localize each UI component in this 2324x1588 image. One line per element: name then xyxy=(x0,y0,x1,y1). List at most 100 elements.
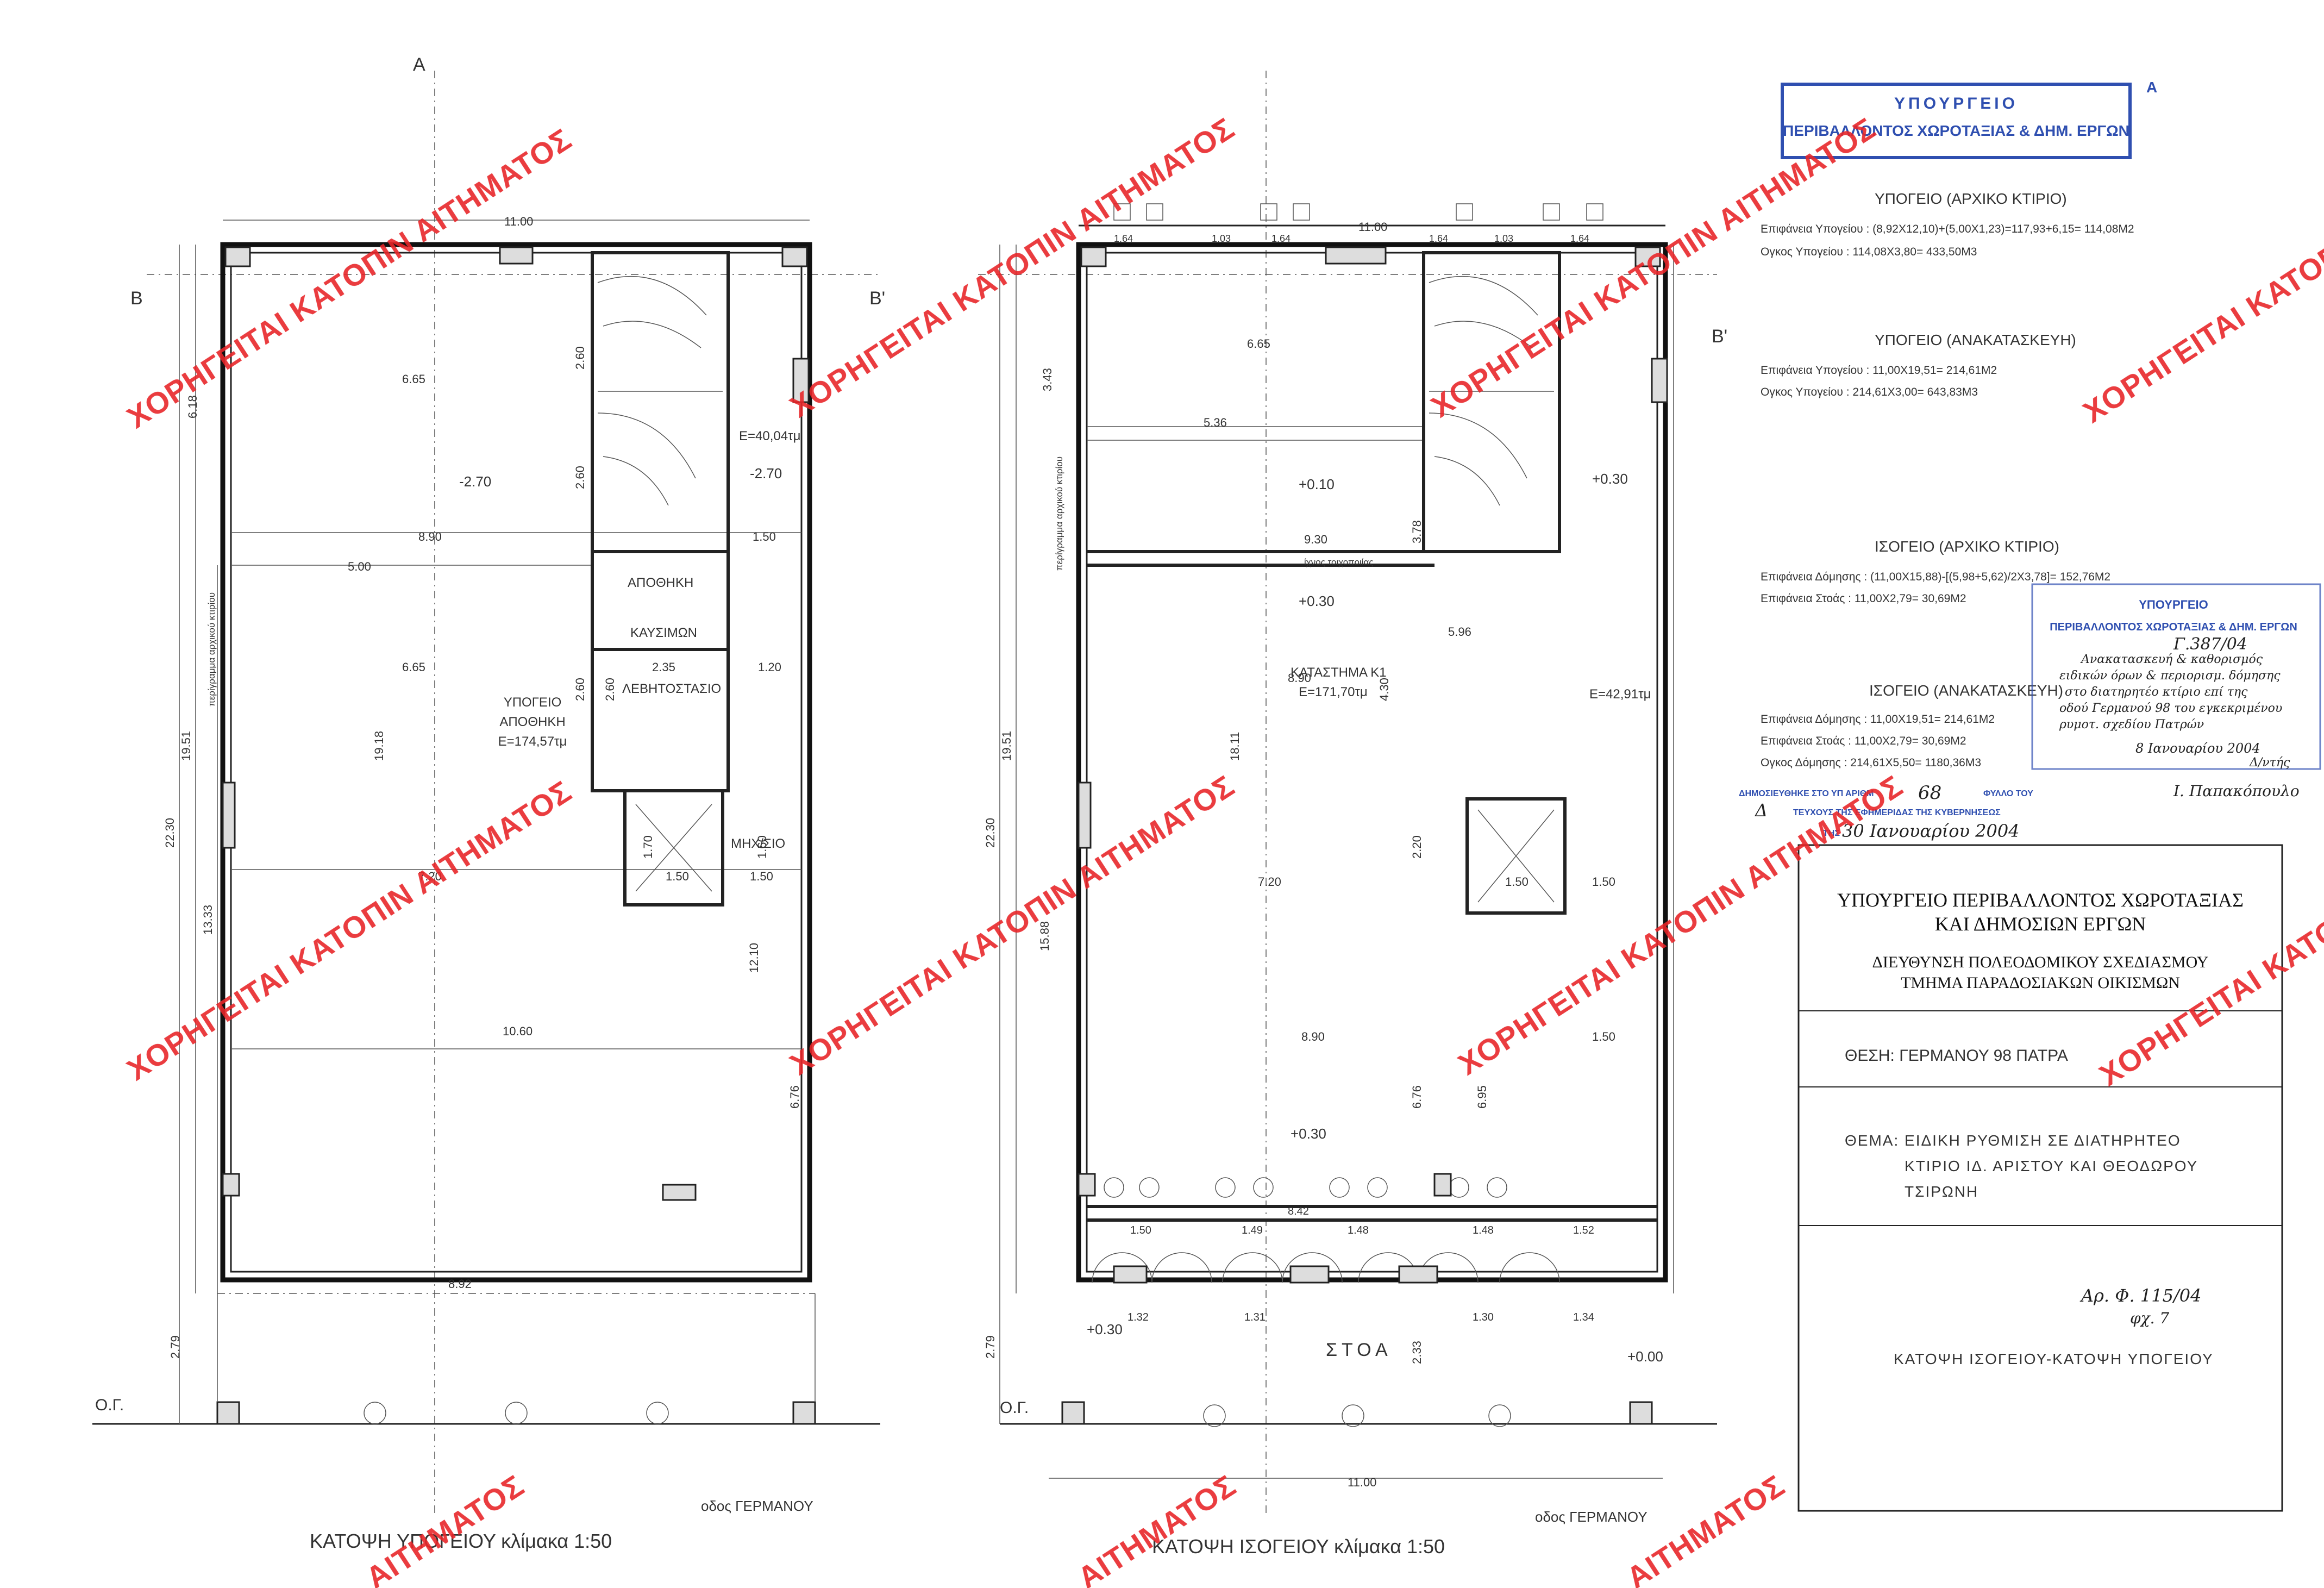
title-location: ΘΕΣΗ: ΓΕΡΜΑΝΟΥ 98 ΠΑΤΡΑ xyxy=(1845,1047,2068,1065)
title-ref-1: Αρ. Φ. 115/04 xyxy=(2079,1285,2201,1306)
approval-hand: Ανακατασκευή & καθορισμός xyxy=(2080,653,2263,666)
dim: 1.52 xyxy=(1573,1224,1594,1236)
stair-area-label: Ε=42,91τμ xyxy=(1589,687,1651,702)
dim: 6.76 xyxy=(788,1085,801,1109)
title-dept-1: ΔΙΕΥΘΥΝΣΗ ΠΟΛΕΟΔΟΜΙΚΟΥ ΣΧΕΔΙΑΣΜΟΥ xyxy=(1872,953,2209,971)
street-label: οδος ΓΕΡΜΑΝΟΥ xyxy=(1535,1509,1648,1525)
dim: 1.30 xyxy=(1473,1311,1494,1323)
room-main-label-1: ΥΠΟΓΕΙΟ xyxy=(504,695,562,710)
dim: 5.00 xyxy=(348,560,371,573)
level-mark: +0.30 xyxy=(1592,471,1628,487)
watermark: ΧΟΡΗΓΕΙΤΑΙ ΚΑΤΟΠΙΝ ΑΙΤΗΜΑΤΟΣ xyxy=(784,768,1240,1081)
gazette-line1: ΔΗΜΟΣΙΕΥΘΗΚΕ ΣΤΟ ΥΠ ΑΡΙΘΜ xyxy=(1739,789,1874,798)
dim: 1.64 xyxy=(1271,233,1291,244)
dim: 1.50 xyxy=(1592,875,1615,889)
top-stamp-line2: ΠΕΡΙΒΑΛΛΟΝΤΟΣ ΧΩΡΟΤΑΞΙΑΣ & ΔΗΜ. ΕΡΓΩΝ xyxy=(1783,122,2129,139)
ground-outer-wall xyxy=(1076,242,1668,1283)
dim: 6.76 xyxy=(1410,1085,1424,1109)
dim: 1.50 xyxy=(1505,875,1529,889)
room-storage-label-2: ΚΑΥΣΙΜΩΝ xyxy=(630,626,697,640)
area-line: Επιφάνεια Υπογείου : 11,00Χ19,51= 214,61… xyxy=(1761,364,1997,377)
area-line: Ογκος Υπογείου : 214,61Χ3,00= 643,83Μ3 xyxy=(1761,386,1978,398)
shop-area: Ε=171,70τμ xyxy=(1299,685,1368,699)
watermark: ΧΟΡΗΓΕΙΤΑΙ ΚΑΤΟΠΙΝ ΑΙΤΗΜΑΤΟΣ xyxy=(2093,779,2324,1092)
dim: 9.30 xyxy=(1304,533,1327,546)
dim: 1.20 xyxy=(758,660,781,674)
dim: 1.03 xyxy=(1494,233,1513,244)
gazette-series: Δ xyxy=(1754,800,1768,821)
title-ministry-1: ΥΠΟΥΡΓΕΙΟ ΠΕΡΙΒΑΛΛΟΝΤΟΣ ΧΩΡΟΤΑΞΙΑΣ xyxy=(1837,889,2244,911)
dim: 6.65 xyxy=(402,372,425,386)
approval-hand: ειδικών όρων & περιορισμ. δόμησης xyxy=(2059,669,2281,683)
level-mark: +0.10 xyxy=(1299,476,1335,492)
dim: 6.65 xyxy=(1247,337,1270,351)
dim: 2.35 xyxy=(652,660,675,674)
watermark: ΧΟΡΗΓΕΙΤΑΙ ΚΑΤΟΠΙΝ ΑΙΤΗΜΑΤΟΣ xyxy=(2077,116,2324,429)
dim: 1.50 xyxy=(750,870,773,883)
dim: 7.20 xyxy=(1258,875,1281,889)
stoa-label: ΣΤΟΑ xyxy=(1326,1340,1392,1360)
dim: 8.90 xyxy=(1288,671,1311,685)
old-wall-note: ίχνος τοιχοποιίας xyxy=(1304,557,1373,567)
dim: 19.51 xyxy=(179,731,193,761)
dim: 1.50 xyxy=(666,870,689,883)
approval-number: Γ.387/04 xyxy=(2173,635,2247,654)
dim: 5.36 xyxy=(1204,416,1227,429)
dim: 19.51 xyxy=(1000,731,1013,761)
dim: 7.20 xyxy=(418,870,442,883)
dim: 2.33 xyxy=(1410,1341,1424,1364)
basement-plan: A B B' xyxy=(92,54,885,1552)
ground-plan-title: ΚΑΤΟΨΗ ΙΣΟΓΕΙΟΥ κλίμακα 1:50 xyxy=(1152,1535,1445,1558)
dim: 1.64 xyxy=(1429,233,1448,244)
dim: 1.70 xyxy=(641,835,655,859)
area-section-title: ΙΣΟΓΕΙΟ (ΑΡΧΙΚΟ ΚΤΙΡΙΟ) xyxy=(1875,538,2059,555)
room-boiler-label: ΛΕΒΗΤΟΣΤΑΣΙΟ xyxy=(622,682,721,696)
approval-line1: ΥΠΟΥΡΓΕΙΟ xyxy=(2139,598,2208,611)
dim-top: 11.00 xyxy=(504,215,533,228)
title-subject-2: ΚΤΙΡΙΟ ΙΔ. ΑΡΙΣΤΟΥ ΚΑΙ ΘΕΟΔΩΡΟΥ xyxy=(1905,1158,2198,1174)
room-main-area: Ε=174,57τμ xyxy=(498,734,567,749)
dim: 1.34 xyxy=(1573,1311,1594,1323)
corner-mark: A xyxy=(2146,79,2157,96)
dim: 8.42 xyxy=(1288,1205,1309,1217)
dim: 2.20 xyxy=(1410,835,1424,859)
dim: 1.50 xyxy=(1130,1224,1151,1236)
stair-area-label: Ε=40,04τμ xyxy=(739,429,800,443)
watermark-short: ΑΙΤΗΜΑΤΟΣ xyxy=(360,1468,530,1588)
gazette-stamp: ΔΗΜΟΣΙΕΥΘΗΚΕ ΣΤΟ ΥΠ ΑΡΙΘΜ 68 ΦΥΛΛΟ ΤΟΥ Δ… xyxy=(1739,782,2033,841)
title-ref-2: φχ. 7 xyxy=(2130,1309,2169,1327)
room-mech-label: ΜΗΧ/ΣΙΟ xyxy=(731,836,785,851)
street-label: οδος ΓΕΡΜΑΝΟΥ xyxy=(701,1498,813,1514)
top-stamp-line1: ΥΠΟΥΡΓΕΙΟ xyxy=(1894,95,2018,112)
dim: 1.50 xyxy=(753,530,776,543)
title-ministry-2: ΚΑΙ ΔΗΜΟΣΙΩΝ ΕΡΓΩΝ xyxy=(1935,913,2146,935)
dim: 1.03 xyxy=(1212,233,1231,244)
approval-name: Ι. Παπακόπουλο xyxy=(2173,782,2300,800)
dim: 2.60 xyxy=(573,466,587,489)
dim: 10.60 xyxy=(503,1024,533,1038)
approval-hand: στο διατηρητέο κτίριο επί της xyxy=(2065,685,2248,699)
basement-outer-wall xyxy=(220,242,812,1283)
area-line: Επιφάνεια Υπογείου : (8,92Χ12,10)+(5,00Χ… xyxy=(1761,223,2134,235)
area-tables: ΥΠΟΓΕΙΟ (ΑΡΧΙΚΟ ΚΤΙΡΙΟ) Επιφάνεια Υπογεί… xyxy=(1761,190,2134,769)
ground-elevator xyxy=(1465,797,1567,915)
dim: 1.60 xyxy=(755,835,769,859)
old-building-note: περίγραμμα αρχικού κτιρίου xyxy=(206,592,217,707)
area-line: Επιφάνεια Δόμησης : 11,00Χ19,51= 214,61Μ… xyxy=(1761,713,1995,726)
dim: 3.78 xyxy=(1410,520,1424,543)
approval-hand: ρυμοτ. σχεδίου Πατρών xyxy=(2059,718,2204,732)
dim: 5.96 xyxy=(1448,625,1471,639)
watermark: ΧΟΡΗΓΕΙΤΑΙ ΚΑΤΟΠΙΝ ΑΙΤΗΜΑΤΟΣ xyxy=(784,111,1240,424)
dim: 13.33 xyxy=(201,905,215,935)
dim: 6.65 xyxy=(402,660,425,674)
area-section-title: ΙΣΟΓΕΙΟ (ΑΝΑΚΑΤΑΣΚΕΥΗ) xyxy=(1869,682,2063,699)
area-line: Ογκος Υπογείου : 114,08Χ3,80= 433,50Μ3 xyxy=(1761,246,1977,258)
approval-line2: ΠΕΡΙΒΑΛΛΟΝΤΟΣ ΧΩΡΟΤΑΞΙΑΣ & ΔΗΜ. ΕΡΓΩΝ xyxy=(2050,621,2297,633)
area-line: Ογκος Δόμησης : 214,61Χ5,50= 1180,36Μ3 xyxy=(1761,757,1981,769)
title-subject-3: ΤΣΙΡΩΝΗ xyxy=(1905,1183,1978,1200)
approval-hand: οδού Γερμανού 98 του εγκεκριμένου xyxy=(2059,702,2282,715)
og-label: Ο.Γ. xyxy=(95,1396,124,1414)
section-b-right: B' xyxy=(869,288,885,309)
watermark-short: ΑΙΤΗΜΑΤΟΣ xyxy=(1072,1468,1242,1588)
